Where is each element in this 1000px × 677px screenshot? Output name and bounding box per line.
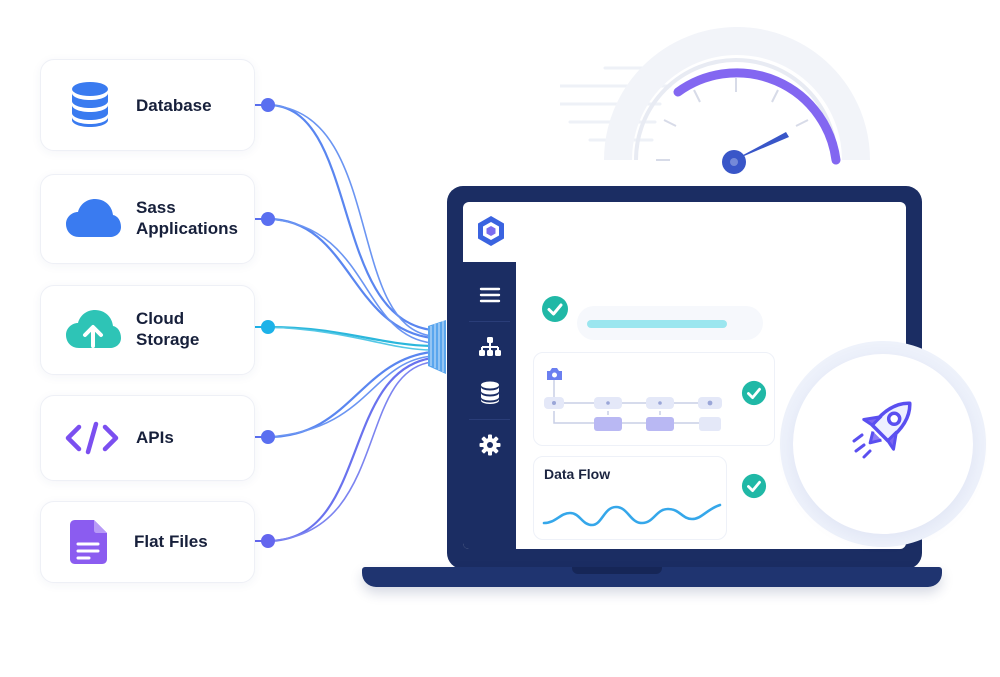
speed-gauge (560, 27, 870, 174)
source-card-apis[interactable]: APIs (40, 395, 255, 481)
source-card-cloud-storage[interactable]: Cloud Storage (40, 285, 255, 375)
menu-icon (479, 287, 500, 303)
sidebar-divider (469, 321, 510, 322)
sidebar-item-hierarchy[interactable] (463, 324, 516, 370)
data-flow-wave (542, 503, 722, 527)
progress-track (577, 306, 763, 340)
rocket-badge-inner (793, 354, 973, 534)
source-label: Database (136, 96, 212, 115)
workflow-diagram (544, 368, 722, 431)
sidebar-item-database[interactable] (463, 370, 516, 416)
cloud-upload-icon (66, 310, 121, 348)
app-logo-icon (478, 216, 504, 246)
progress-fill (587, 320, 727, 328)
code-icon (65, 421, 119, 455)
wire-database (266, 103, 434, 332)
source-label: Flat Files (134, 532, 208, 551)
wire-database-2 (267, 104, 433, 337)
data-flow-title: Data Flow (544, 466, 611, 482)
wire-storage-2 (267, 326, 433, 351)
source-card-saas-applications[interactable]: Sass Applications (40, 174, 255, 264)
cloud-icon (66, 199, 121, 237)
check-icon (741, 380, 767, 406)
wire-files-2 (267, 361, 433, 542)
sidebar-item-settings[interactable] (463, 422, 516, 468)
laptop-base (362, 567, 942, 587)
app-sidebar (463, 262, 516, 549)
connector-dots (253, 98, 275, 548)
wire-saas-2 (267, 218, 433, 344)
sidebar-divider (469, 419, 510, 420)
database-icon (480, 381, 499, 404)
source-label: APIs (136, 428, 174, 447)
wire-files (266, 356, 434, 543)
check-icon (542, 296, 568, 322)
connector-hub (428, 320, 446, 374)
wire-apis (266, 350, 434, 439)
sidebar-item-menu[interactable] (463, 272, 516, 318)
laptop-notch (572, 567, 662, 574)
file-icon (70, 520, 107, 564)
wire-saas (266, 217, 434, 340)
source-label: Cloud Storage (136, 309, 200, 349)
source-card-flat-files[interactable]: Flat Files (40, 501, 255, 583)
source-label: Sass Applications (136, 198, 239, 238)
wire-apis-2 (267, 355, 433, 438)
gear-icon (479, 434, 500, 456)
workflow-panel (533, 352, 775, 446)
database-icon (72, 82, 108, 127)
data-flow-panel: Data Flow (533, 456, 727, 540)
hierarchy-icon (478, 337, 501, 356)
check-icon (741, 473, 767, 499)
source-card-database[interactable]: Database (40, 59, 255, 151)
rocket-icon (852, 401, 912, 459)
